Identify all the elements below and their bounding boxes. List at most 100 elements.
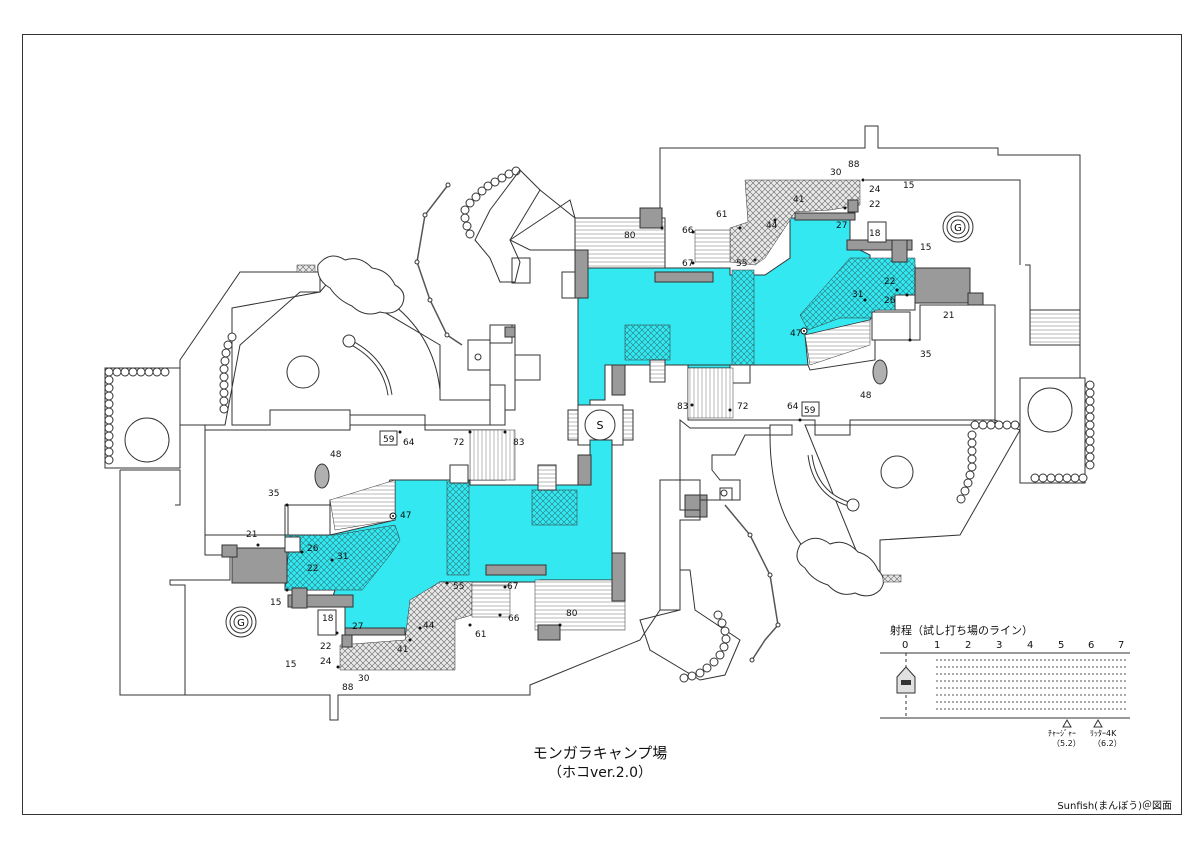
hatched-walkway — [339, 581, 473, 671]
weapon-markers: ﾁｬｰｼﾞｬｰ （5.2） ﾘｯﾀｰ4K （6.2） — [1048, 718, 1122, 748]
svg-text:66: 66 — [508, 614, 520, 624]
svg-text:G: G — [954, 223, 962, 234]
svg-text:83: 83 — [677, 402, 688, 412]
svg-text:1: 1 — [934, 640, 940, 651]
rock-blob-left — [317, 255, 405, 315]
svg-text:22: 22 — [307, 564, 318, 574]
svg-text:61: 61 — [716, 210, 727, 220]
ramp — [804, 319, 871, 366]
svg-text:35: 35 — [268, 489, 279, 499]
box — [449, 464, 469, 484]
svg-text:55: 55 — [736, 259, 747, 269]
map-title: モンガラキャンプ場 — [532, 744, 668, 762]
svg-text:72: 72 — [453, 438, 464, 448]
bottom-base-outline — [119, 430, 661, 721]
svg-text:26: 26 — [884, 296, 896, 306]
svg-text:31: 31 — [852, 290, 863, 300]
svg-text:22: 22 — [884, 277, 895, 287]
box — [287, 504, 331, 536]
range-legend: 射程（試し打ち場のライン） 0 1 2 3 4 5 6 7 — [880, 623, 1130, 748]
svg-text:83: 83 — [513, 438, 524, 448]
svg-text:64: 64 — [403, 438, 415, 448]
ramp — [471, 584, 511, 618]
rock-48b — [314, 463, 330, 489]
svg-text:21: 21 — [246, 530, 257, 540]
svg-text:22: 22 — [320, 642, 331, 652]
svg-text:30: 30 — [358, 674, 370, 684]
bottom-obstacles — [221, 454, 708, 648]
svg-text:88: 88 — [342, 683, 354, 693]
map-frame — [22, 34, 1182, 815]
svg-text:22: 22 — [869, 200, 880, 210]
svg-text:59: 59 — [804, 406, 816, 416]
box — [317, 609, 337, 636]
svg-text:44: 44 — [766, 221, 778, 231]
credit-text: Sunfish(まんぼう)＠図面 — [1057, 801, 1172, 812]
range-ticks: 0 1 2 3 4 5 6 7 — [902, 640, 1124, 651]
lower-rail — [724, 504, 779, 661]
svg-text:27: 27 — [836, 221, 847, 231]
svg-text:48: 48 — [330, 450, 342, 460]
svg-text:18: 18 — [322, 614, 334, 624]
box — [649, 359, 666, 383]
svg-text:72: 72 — [737, 402, 748, 412]
map-subtitle: （ホコver.2.0） — [547, 765, 653, 781]
svg-text:ﾘｯﾀｰ4K: ﾘｯﾀｰ4K — [1090, 729, 1117, 738]
svg-text:15: 15 — [270, 598, 281, 608]
labels-bottom: 59 64 72 83 48 35 47 21 26 31 22 15 55 6… — [246, 430, 578, 693]
bottom-play-area — [284, 439, 613, 636]
ramp — [534, 579, 626, 631]
svg-text:射程（試し打ち場のライン）: 射程（試し打ち場のライン） — [890, 623, 1033, 637]
ramp — [329, 479, 396, 531]
svg-text:80: 80 — [624, 231, 636, 241]
left-ramp-arc — [348, 339, 393, 396]
rock-dots-right — [679, 380, 1095, 683]
svg-text:15: 15 — [285, 660, 296, 670]
svg-text:3: 3 — [996, 640, 1002, 651]
svg-text:88: 88 — [848, 160, 860, 170]
svg-text:（5.2）: （5.2） — [1052, 739, 1081, 748]
ramp — [469, 429, 516, 481]
svg-text:59: 59 — [383, 435, 395, 445]
top-obstacles — [574, 199, 984, 396]
svg-text:S: S — [597, 419, 604, 432]
box — [894, 294, 916, 311]
svg-text:66: 66 — [682, 226, 694, 236]
svg-text:7: 7 — [1118, 640, 1124, 651]
goal-marker-top: G — [942, 211, 974, 243]
svg-text:24: 24 — [320, 657, 332, 667]
obstacle — [639, 207, 663, 229]
rock-blob-right — [796, 537, 884, 597]
svg-text:15: 15 — [903, 181, 914, 191]
svg-text:27: 27 — [352, 622, 363, 632]
box — [867, 221, 887, 243]
ramp — [687, 367, 734, 419]
label-pointers — [256, 178, 912, 669]
obstacle — [504, 326, 516, 338]
box — [284, 536, 301, 553]
labels-top: 88 30 24 15 22 41 61 44 27 18 15 80 66 6… — [624, 160, 954, 417]
upper-rail — [416, 184, 463, 346]
svg-text:24: 24 — [869, 185, 881, 195]
hatched-walkway — [729, 179, 861, 266]
svg-text:15: 15 — [920, 243, 931, 253]
svg-text:47: 47 — [400, 511, 411, 521]
svg-text:ﾁｬｰｼﾞｬｰ: ﾁｬｰｼﾞｬｰ — [1048, 729, 1076, 738]
box — [537, 464, 557, 491]
svg-text:2: 2 — [965, 640, 971, 651]
svg-text:48: 48 — [860, 391, 872, 401]
player-icon — [896, 666, 916, 694]
svg-text:47: 47 — [790, 329, 801, 339]
svg-text:41: 41 — [397, 645, 408, 655]
svg-text:44: 44 — [423, 621, 435, 631]
svg-text:35: 35 — [920, 350, 931, 360]
hatch-small — [296, 264, 316, 273]
ramp — [694, 229, 731, 263]
right-upper-structure — [687, 304, 1086, 484]
svg-text:67: 67 — [507, 582, 518, 592]
box — [871, 311, 911, 341]
svg-text:41: 41 — [793, 195, 804, 205]
rock-dots-left — [104, 166, 521, 465]
svg-text:6: 6 — [1088, 640, 1094, 651]
